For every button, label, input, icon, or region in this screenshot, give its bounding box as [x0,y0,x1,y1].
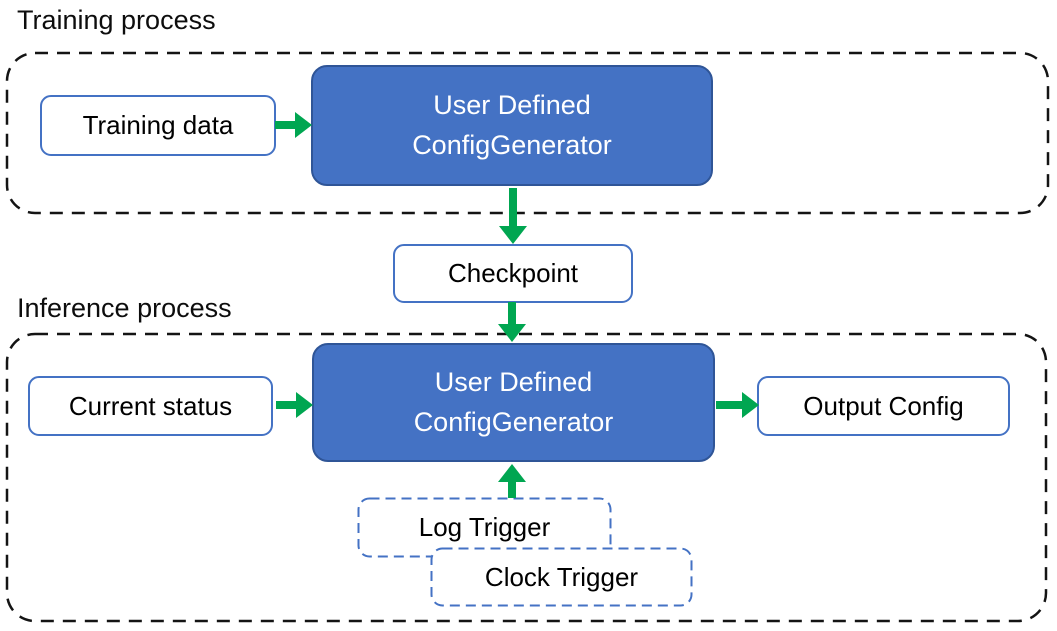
arrow-head [296,392,313,418]
arrow-right-icon [275,112,312,138]
dashed-border-training [5,51,1050,215]
arrow-shaft [716,401,744,409]
arrow-right-icon [276,392,313,418]
arrow-shaft [276,401,298,409]
dashed-border-clock-trigger [430,547,693,607]
training-config-generator-label: User Defined ConfigGenerator [412,90,612,160]
inference-section-title: Inference process [17,293,232,323]
training-config-generator-node: User Defined ConfigGenerator [311,65,713,186]
arrow-head [498,464,526,482]
arrow-head [742,392,759,418]
training-process-container [5,51,1050,215]
training-data-label: Training data [82,110,234,140]
arrow-head [295,112,312,138]
arrow-right-icon [716,392,759,418]
arrow-down-icon [498,302,526,342]
arrow-head [499,226,527,244]
inference-config-generator-node: User Defined ConfigGenerator [312,343,715,462]
training-data-box: Training data [40,95,276,156]
log-trigger-box: Log Trigger [357,497,612,558]
clock-trigger-label: Clock Trigger [484,561,639,592]
arrow-shaft [508,480,516,498]
checkpoint-label: Checkpoint [447,258,579,288]
training-section-title: Training process [17,5,216,35]
clock-trigger-box: Clock Trigger [430,547,693,607]
log-trigger-label: Log Trigger [418,512,551,542]
output-config-label: Output Config [803,390,964,421]
arrow-shaft [508,302,516,326]
arrow-up-icon [498,464,526,498]
output-config-box: Output Config [757,376,1010,436]
dashed-border-log-trigger [357,497,612,558]
inference-process-container [5,332,1048,623]
current-status-box: Current status [28,376,273,436]
arrow-head [498,324,526,342]
arrow-down-icon [499,188,527,244]
arrow-shaft [509,188,517,228]
arrow-shaft [275,121,297,129]
current-status-label: Current status [68,390,233,421]
dashed-border-inference [5,332,1048,623]
checkpoint-box: Checkpoint [393,244,633,303]
inference-config-generator-label: User Defined ConfigGenerator [413,367,614,437]
